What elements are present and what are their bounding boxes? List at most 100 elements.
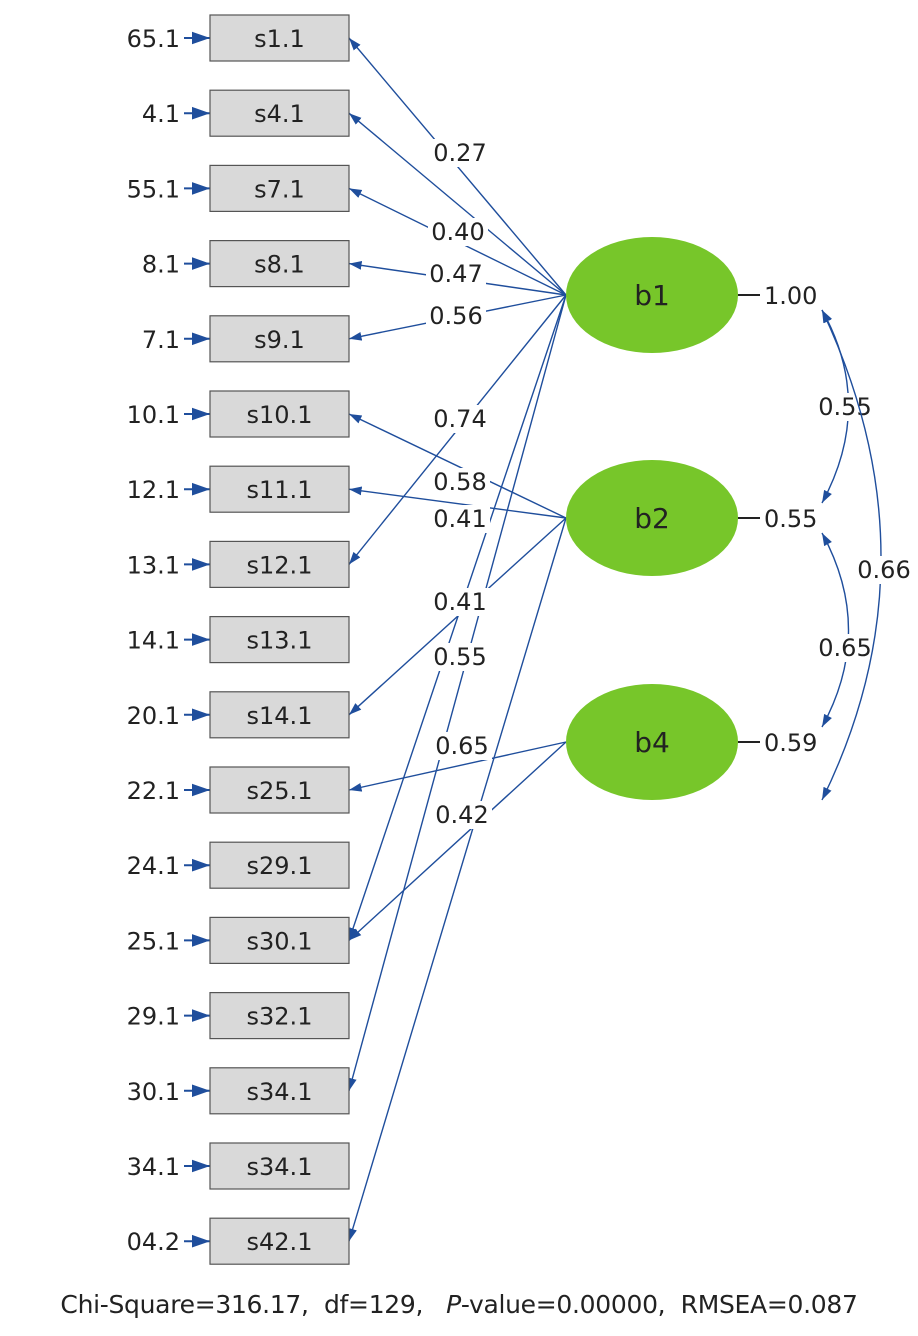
correlation-label: 0.65 bbox=[818, 634, 871, 662]
indicator-label: s42.1 bbox=[247, 1228, 313, 1256]
indicator-label: s12.1 bbox=[247, 551, 313, 579]
factor-label: b1 bbox=[634, 279, 670, 312]
indicator-label: s30.1 bbox=[247, 927, 313, 955]
loading-label-bg bbox=[432, 732, 492, 760]
indicator-box bbox=[209, 240, 350, 288]
indicator-label: s29.1 bbox=[247, 852, 313, 880]
indicator-label: s25.1 bbox=[247, 777, 313, 805]
indicator-box bbox=[209, 841, 350, 889]
error-variance: 13.1 bbox=[127, 551, 180, 579]
factor-ellipse bbox=[566, 237, 738, 353]
loading-arrow bbox=[348, 741, 567, 941]
indicator-box bbox=[209, 1142, 350, 1190]
loading-label: 0.65 bbox=[435, 732, 488, 760]
indicator-box bbox=[209, 1217, 350, 1265]
error-variance: 65.1 bbox=[127, 25, 180, 53]
p-value: -value=0.00000, bbox=[460, 1290, 666, 1319]
indicator-box bbox=[209, 766, 350, 814]
fit-statistics: Chi-Square=316.17, df=129, P-value=0.000… bbox=[0, 1290, 918, 1319]
factor-variance: 0.55 bbox=[764, 505, 817, 533]
error-variance: 55.1 bbox=[127, 175, 180, 203]
indicator-label: s10.1 bbox=[247, 401, 313, 429]
factor-variance: 1.00 bbox=[764, 282, 817, 310]
indicator-box bbox=[209, 540, 350, 589]
loading-label-bg bbox=[426, 302, 486, 330]
indicator-label: s7.1 bbox=[254, 175, 305, 203]
indicator-label: s9.1 bbox=[254, 326, 305, 354]
indicator-box bbox=[209, 315, 350, 363]
indicator-label: s34.1 bbox=[247, 1153, 313, 1181]
loading-arrow bbox=[348, 294, 567, 1091]
error-variance: 8.1 bbox=[142, 251, 180, 279]
indicator-box bbox=[209, 991, 350, 1040]
indicator-box bbox=[209, 615, 350, 664]
error-variance: 7.1 bbox=[142, 326, 180, 354]
loading-label: 0.40 bbox=[431, 218, 484, 246]
error-variance: 29.1 bbox=[127, 1003, 180, 1031]
factor-label: b2 bbox=[634, 502, 670, 535]
indicator-label: s14.1 bbox=[247, 702, 313, 730]
error-variance: 25.1 bbox=[127, 927, 180, 955]
chi-square: Chi-Square=316.17, bbox=[60, 1290, 309, 1319]
loading-arrow bbox=[348, 517, 567, 1242]
loading-label-bg bbox=[426, 260, 486, 288]
factor-label: b4 bbox=[634, 726, 670, 759]
loading-label-bg bbox=[428, 218, 488, 246]
df: df=129, bbox=[323, 1290, 424, 1319]
factor-ellipse bbox=[566, 684, 738, 800]
indicator-box bbox=[209, 390, 350, 438]
loading-label: 0.56 bbox=[429, 302, 482, 330]
indicator-box bbox=[209, 465, 350, 513]
loading-label: 0.41 bbox=[433, 588, 486, 616]
error-variance: 22.1 bbox=[127, 777, 180, 805]
correlation-label-bg bbox=[854, 556, 914, 584]
loading-arrow bbox=[348, 112, 567, 296]
error-variance: 24.1 bbox=[127, 852, 180, 880]
loading-label: 0.27 bbox=[433, 139, 486, 167]
error-variance: 34.1 bbox=[127, 1153, 180, 1181]
loading-label-bg bbox=[430, 139, 490, 167]
loading-label: 0.47 bbox=[429, 260, 482, 288]
loading-label-bg bbox=[430, 468, 490, 496]
factor-ellipse bbox=[566, 460, 738, 576]
indicator-box bbox=[209, 916, 350, 965]
indicator-box bbox=[209, 89, 350, 137]
loading-label: 0.42 bbox=[435, 801, 488, 829]
loading-arrow bbox=[348, 741, 567, 792]
indicator-label: s1.1 bbox=[254, 25, 305, 53]
error-variance: 12.1 bbox=[127, 476, 180, 504]
loading-label-bg bbox=[430, 643, 490, 671]
loading-label: 0.55 bbox=[433, 643, 486, 671]
indicator-label: s34.1 bbox=[247, 1078, 313, 1106]
indicator-box bbox=[209, 14, 350, 62]
indicator-label: s11.1 bbox=[247, 476, 313, 504]
p-label: P bbox=[446, 1290, 461, 1319]
error-variance: 14.1 bbox=[127, 627, 180, 655]
error-variance: 10.1 bbox=[127, 401, 180, 429]
indicator-label: s32.1 bbox=[247, 1003, 313, 1031]
indicator-box bbox=[209, 691, 350, 739]
loading-label: 0.41 bbox=[433, 505, 486, 533]
loading-label: 0.58 bbox=[433, 468, 486, 496]
error-variance: 30.1 bbox=[127, 1078, 180, 1106]
correlation-label: 0.55 bbox=[818, 393, 871, 421]
loading-label: 0.74 bbox=[433, 405, 486, 433]
loading-arrow bbox=[348, 413, 567, 519]
loading-label-bg bbox=[430, 405, 490, 433]
loading-label-bg bbox=[430, 588, 490, 616]
indicator-box bbox=[209, 1067, 350, 1115]
loading-arrow bbox=[348, 294, 567, 941]
rmsea: RMSEA=0.087 bbox=[680, 1290, 858, 1319]
correlation-label: 0.66 bbox=[857, 556, 910, 584]
error-variance: 4.1 bbox=[142, 100, 180, 128]
correlation-arrow bbox=[821, 532, 850, 728]
loading-arrow bbox=[348, 486, 567, 519]
error-variance: 04.2 bbox=[127, 1228, 180, 1256]
indicator-box bbox=[209, 164, 350, 212]
factor-variance: 0.59 bbox=[764, 729, 817, 757]
loading-label-bg bbox=[432, 801, 492, 829]
indicator-label: s4.1 bbox=[254, 100, 305, 128]
loading-label-bg bbox=[430, 505, 490, 533]
correlation-arrow bbox=[821, 309, 882, 801]
